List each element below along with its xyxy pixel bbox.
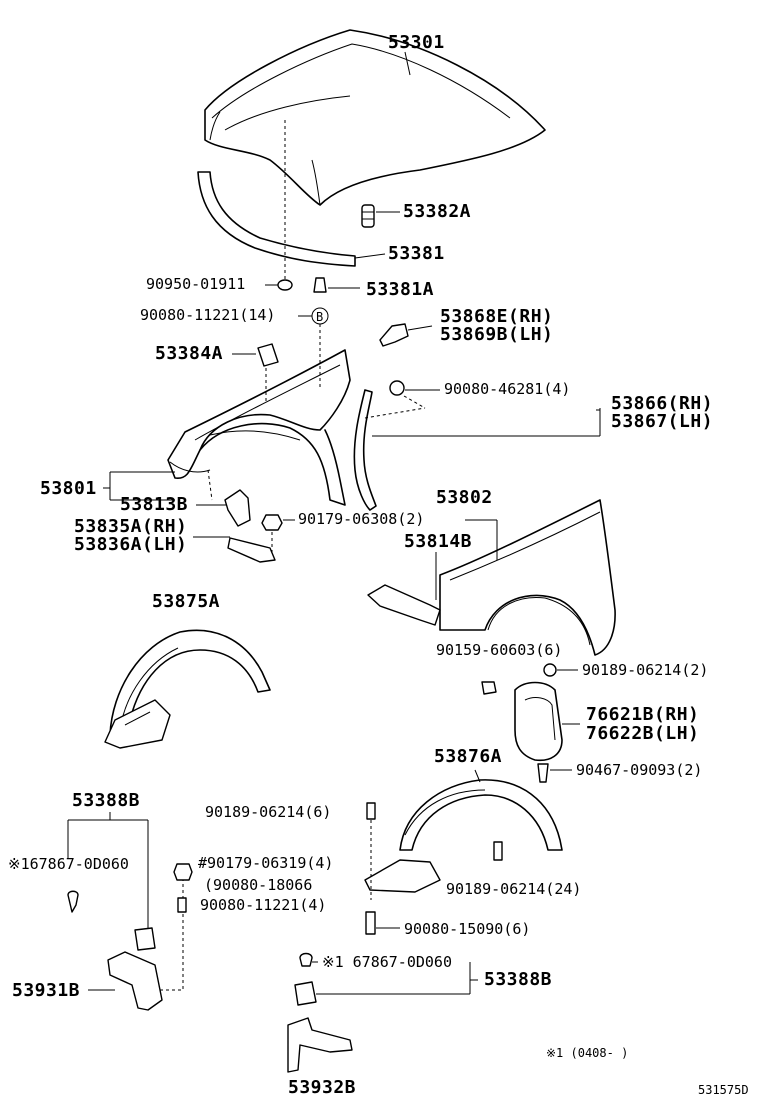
label-90080-18066: (90080-18066: [204, 876, 313, 894]
label-53301: 53301: [388, 32, 445, 53]
clip-90950: [265, 279, 293, 291]
label-90080-11221-4: 90080-11221(4): [200, 896, 327, 914]
label-90080-15090: 90080-15090(6): [404, 920, 531, 938]
bracket-53813B: [196, 469, 251, 527]
cushion-53384A: [232, 343, 279, 404]
label-90159-60603: 90159-60603(6): [436, 641, 563, 659]
label-53835A: 53835A(RH): [74, 516, 188, 537]
front-fender-53801: [167, 349, 351, 506]
fender-liner-53876A: [364, 769, 563, 893]
label-53867: 53867(LH): [611, 411, 714, 432]
bracket-53931B: [88, 878, 184, 1011]
label-53875A: 53875A: [152, 591, 221, 612]
bolt-90159-60603: [481, 681, 497, 695]
label-90189-06214-24: 90189-06214(24): [446, 880, 582, 898]
label-90950-01911: 90950-01911: [146, 275, 246, 293]
clip-90467-09093: [537, 763, 572, 783]
label-90189-06214-2: 90189-06214(2): [582, 661, 709, 679]
label-53381: 53381: [388, 243, 445, 264]
label-53801: 53801: [40, 478, 97, 499]
label-53388B-left: 53388B: [72, 790, 141, 811]
fender-liner-53875A: [104, 629, 271, 749]
group-53388B-left: [67, 812, 156, 951]
fender-seal-53866: [353, 389, 601, 511]
bolt-90080-11221-4: [177, 897, 187, 913]
callout-b-letter: B: [316, 310, 324, 324]
label-90080-46281: 90080-46281(4): [444, 380, 571, 398]
bracket-53932B: [287, 1017, 353, 1073]
label-53813B: 53813B: [120, 494, 189, 515]
label-53876A: 53876A: [434, 746, 503, 767]
label-90179-06319: #90179-06319(4): [198, 854, 334, 872]
label-53931B: 53931B: [12, 980, 81, 1001]
nut-90179-06319: [173, 863, 193, 881]
clip-53381A: [313, 277, 360, 293]
leader-53801: [103, 471, 175, 501]
bracket-53814B: [367, 552, 441, 626]
note-applicability: ※1 (0408- ): [546, 1046, 629, 1060]
bolt-90080-15090: [365, 911, 400, 935]
label-53868E: 53868E(RH): [440, 306, 554, 327]
label-53866: 53866(RH): [611, 393, 714, 414]
label-53388B-right: 53388B: [484, 969, 553, 990]
group-53388B-right: [294, 952, 478, 1006]
mudguard-76621B: [514, 681, 580, 762]
catalog-id: 531575D: [698, 1083, 749, 1097]
label-67867-0D060-right: ※1 67867-0D060: [322, 953, 452, 971]
label-53932B: 53932B: [288, 1077, 357, 1098]
hood-53301: [204, 29, 546, 206]
bolt-90189-06214-2: [543, 663, 578, 677]
label-76621B: 76621B(RH): [586, 704, 700, 725]
label-76622B: 76622B(LH): [586, 723, 700, 744]
bracket-53835A: [193, 536, 276, 563]
front-fender-53802: [439, 499, 616, 656]
label-53802: 53802: [436, 487, 493, 508]
hood-seal-53381: [197, 120, 386, 282]
callout-b: [298, 307, 329, 378]
label-90080-11221-14: 90080-11221(14): [140, 306, 276, 324]
bolt-90080-46281: [364, 380, 440, 419]
bolt-90189-06214-6: [366, 802, 376, 900]
label-53814B: 53814B: [404, 531, 473, 552]
label-90467-09093: 90467-09093(2): [576, 761, 703, 779]
nut-90179-06308: [261, 514, 295, 556]
bracket-53868E: [379, 323, 433, 347]
label-53836A: 53836A(LH): [74, 534, 188, 555]
label-90189-06214-6: 90189-06214(6): [205, 803, 332, 821]
label-53381A: 53381A: [366, 279, 435, 300]
label-90179-06308: 90179-06308(2): [298, 510, 425, 528]
hood-cushion-53382A: [361, 204, 400, 228]
bolt-90189-06214-24: [493, 841, 503, 861]
label-67867-0D060-left: ※167867-0D060: [8, 855, 129, 873]
label-53384A: 53384A: [155, 343, 224, 364]
label-53869B: 53869B(LH): [440, 324, 554, 345]
label-53382A: 53382A: [403, 201, 472, 222]
